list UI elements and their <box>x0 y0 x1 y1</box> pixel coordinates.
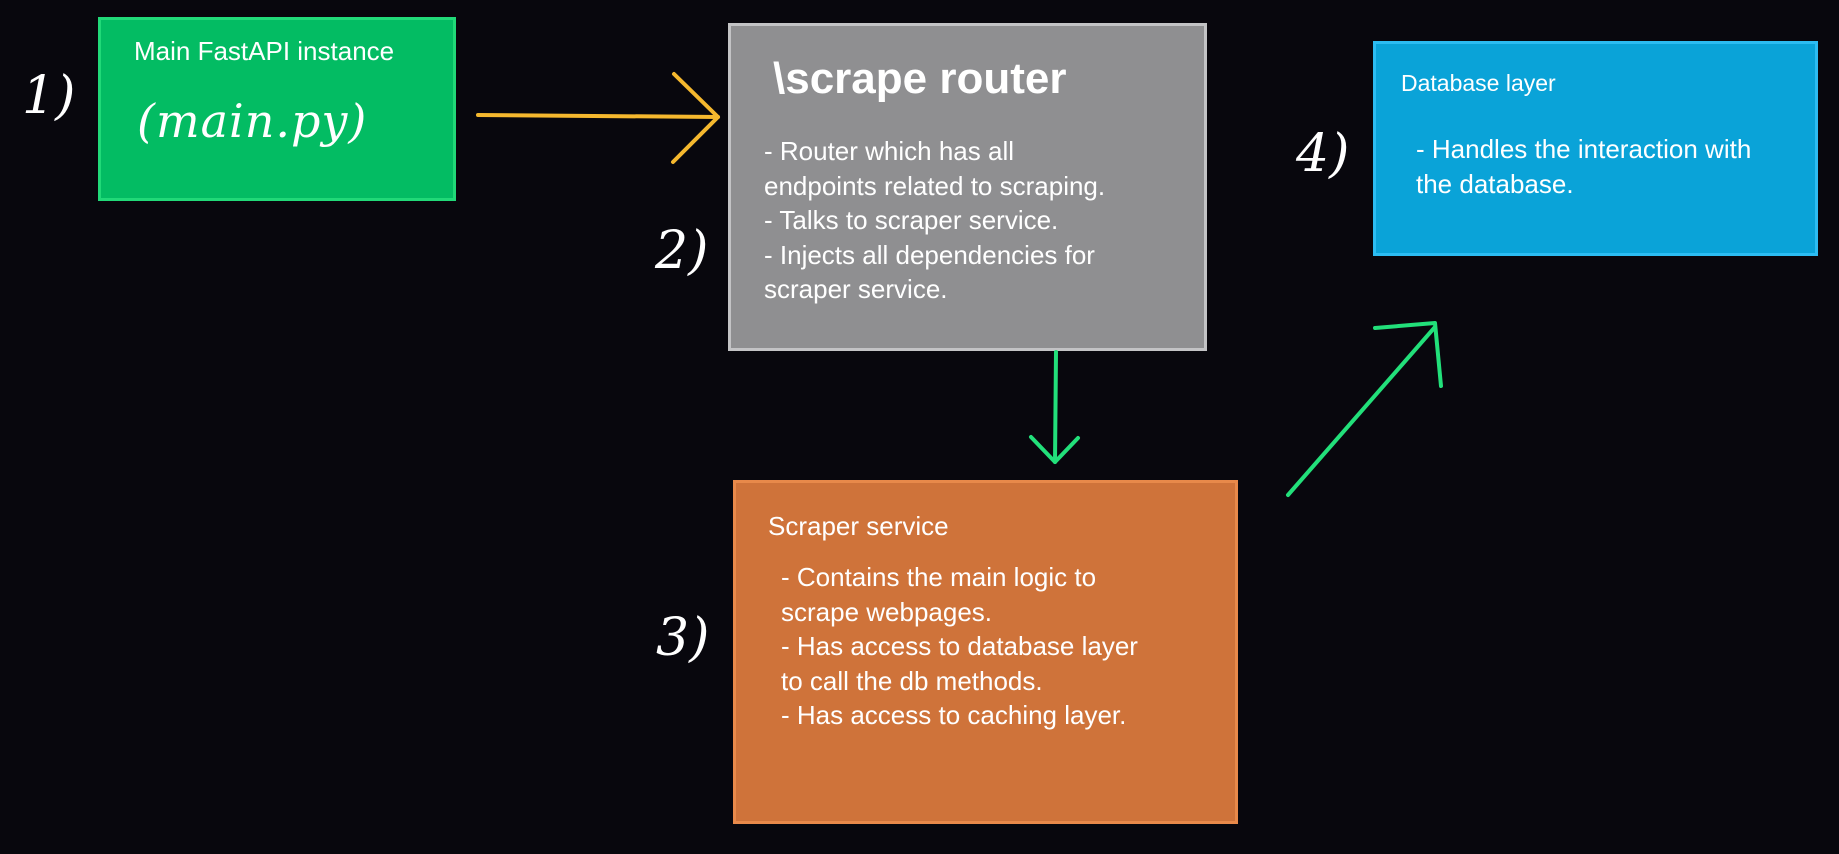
scraper-box-title: Scraper service <box>768 511 949 541</box>
scraper-line: - Has access to caching layer. <box>781 700 1127 730</box>
router-box-title: \scrape router <box>773 54 1067 103</box>
router-box-description: - Router which has all endpoints related… <box>764 134 1105 307</box>
router-line: endpoints related to scraping. <box>764 170 1106 201</box>
main-box-title: Main FastAPI instance <box>134 36 395 66</box>
database-layer-box: Database layer - Handles the interaction… <box>1373 41 1818 256</box>
router-line: scraper service. <box>764 274 948 304</box>
arrow-main-to-router <box>476 72 720 164</box>
database-line: - Handles the interaction with <box>1416 134 1752 164</box>
step-2-label: 2) <box>655 221 709 281</box>
main-box-handwritten-note: (main.py) <box>137 94 368 148</box>
scraper-line: - Contains the main logic to <box>781 562 1097 592</box>
step-3-label: 3) <box>656 608 710 668</box>
arrow-scraper-to-database <box>1286 321 1443 497</box>
database-box-title: Database layer <box>1401 70 1556 96</box>
database-line: the database. <box>1416 168 1574 199</box>
router-line: - Talks to scraper service. <box>764 205 1059 235</box>
scraper-line: scrape webpages. <box>781 596 993 627</box>
router-line: - Injects all dependencies for <box>764 239 1095 270</box>
scraper-line: to call the db methods. <box>781 665 1043 696</box>
scrape-router-box: \scrape router - Router which has all en… <box>728 23 1207 351</box>
main-fastapi-box: Main FastAPI instance (main.py) <box>98 17 456 201</box>
scraper-line: - Has access to database layer <box>781 631 1138 661</box>
database-box-description: - Handles the interaction with the datab… <box>1416 132 1751 201</box>
router-line: - Router which has all <box>764 136 1014 166</box>
step-1-label: 1) <box>22 66 76 126</box>
arrow-router-to-scraper <box>1029 350 1080 464</box>
scraper-box-description: - Contains the main logic to scrape webp… <box>781 560 1138 733</box>
scraper-service-box: Scraper service - Contains the main logi… <box>733 480 1238 824</box>
step-4-label: 4) <box>1296 124 1350 184</box>
